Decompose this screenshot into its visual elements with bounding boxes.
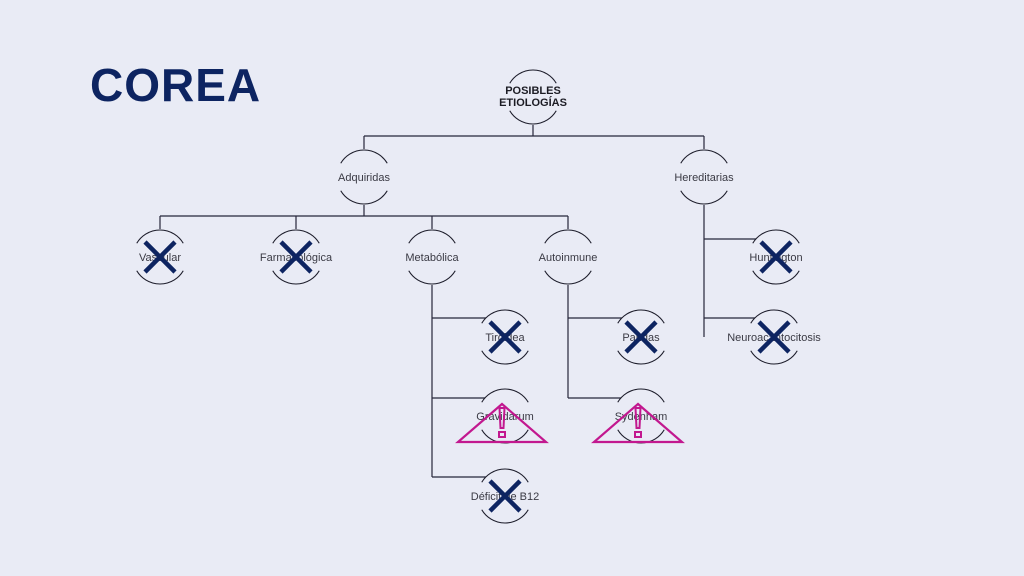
node-bottom-arc bbox=[617, 350, 665, 365]
node-label: Metabólica bbox=[405, 252, 459, 264]
node-top-arc bbox=[752, 229, 800, 244]
x-mark-icon bbox=[488, 320, 522, 354]
node-bottom-arc bbox=[408, 270, 456, 285]
node-bottom-arc bbox=[340, 190, 388, 205]
node-bottom-arc bbox=[481, 509, 529, 524]
node-top-arc bbox=[340, 149, 388, 164]
node-bottom-arc bbox=[272, 270, 320, 285]
x-mark-icon bbox=[143, 240, 177, 274]
warning-triangle-icon bbox=[455, 402, 549, 444]
node-top-arc bbox=[481, 388, 529, 403]
node-bottom-arc bbox=[136, 270, 184, 285]
node-label: Autoinmune bbox=[539, 252, 598, 264]
x-mark-icon bbox=[757, 320, 791, 354]
node-top-arc bbox=[408, 229, 456, 244]
node-top-arc bbox=[509, 69, 557, 84]
node-bottom-arc bbox=[544, 270, 592, 285]
x-mark-icon bbox=[624, 320, 658, 354]
node-bottom-arc bbox=[752, 270, 800, 285]
node-top-arc bbox=[544, 229, 592, 244]
node-label: POSIBLES bbox=[505, 85, 561, 97]
x-mark-icon bbox=[759, 240, 793, 274]
status-marks-layer bbox=[143, 240, 793, 513]
page-title: COREA bbox=[90, 59, 262, 111]
node-top-arc bbox=[136, 229, 184, 244]
node-bottom-arc bbox=[680, 190, 728, 205]
node-hereditarias: Hereditarias bbox=[674, 149, 734, 205]
node-label: Hereditarias bbox=[674, 172, 734, 184]
node-top-arc bbox=[680, 149, 728, 164]
node-adquiridas: Adquiridas bbox=[337, 149, 391, 205]
connector-adquiridas bbox=[159, 205, 569, 229]
connector-root bbox=[363, 125, 705, 149]
node-metabolica: Metabólica bbox=[405, 229, 459, 285]
node-top-arc bbox=[481, 468, 529, 483]
node-bottom-arc bbox=[481, 350, 529, 365]
x-mark-icon bbox=[279, 240, 313, 274]
node-bottom-arc bbox=[750, 350, 798, 365]
node-label: Adquiridas bbox=[338, 172, 390, 184]
node-top-arc bbox=[750, 309, 798, 324]
node-autoinmune: Autoinmune bbox=[539, 229, 598, 285]
node-top-arc bbox=[617, 388, 665, 403]
node-top-arc bbox=[272, 229, 320, 244]
node-bottom-arc bbox=[509, 110, 557, 125]
warning-triangle-icon bbox=[591, 402, 685, 444]
node-label: ETIOLOGÍAS bbox=[499, 96, 567, 109]
connector-metabolica bbox=[431, 285, 505, 478]
x-mark-icon bbox=[488, 479, 522, 513]
node-top-arc bbox=[481, 309, 529, 324]
node-top-arc bbox=[617, 309, 665, 324]
